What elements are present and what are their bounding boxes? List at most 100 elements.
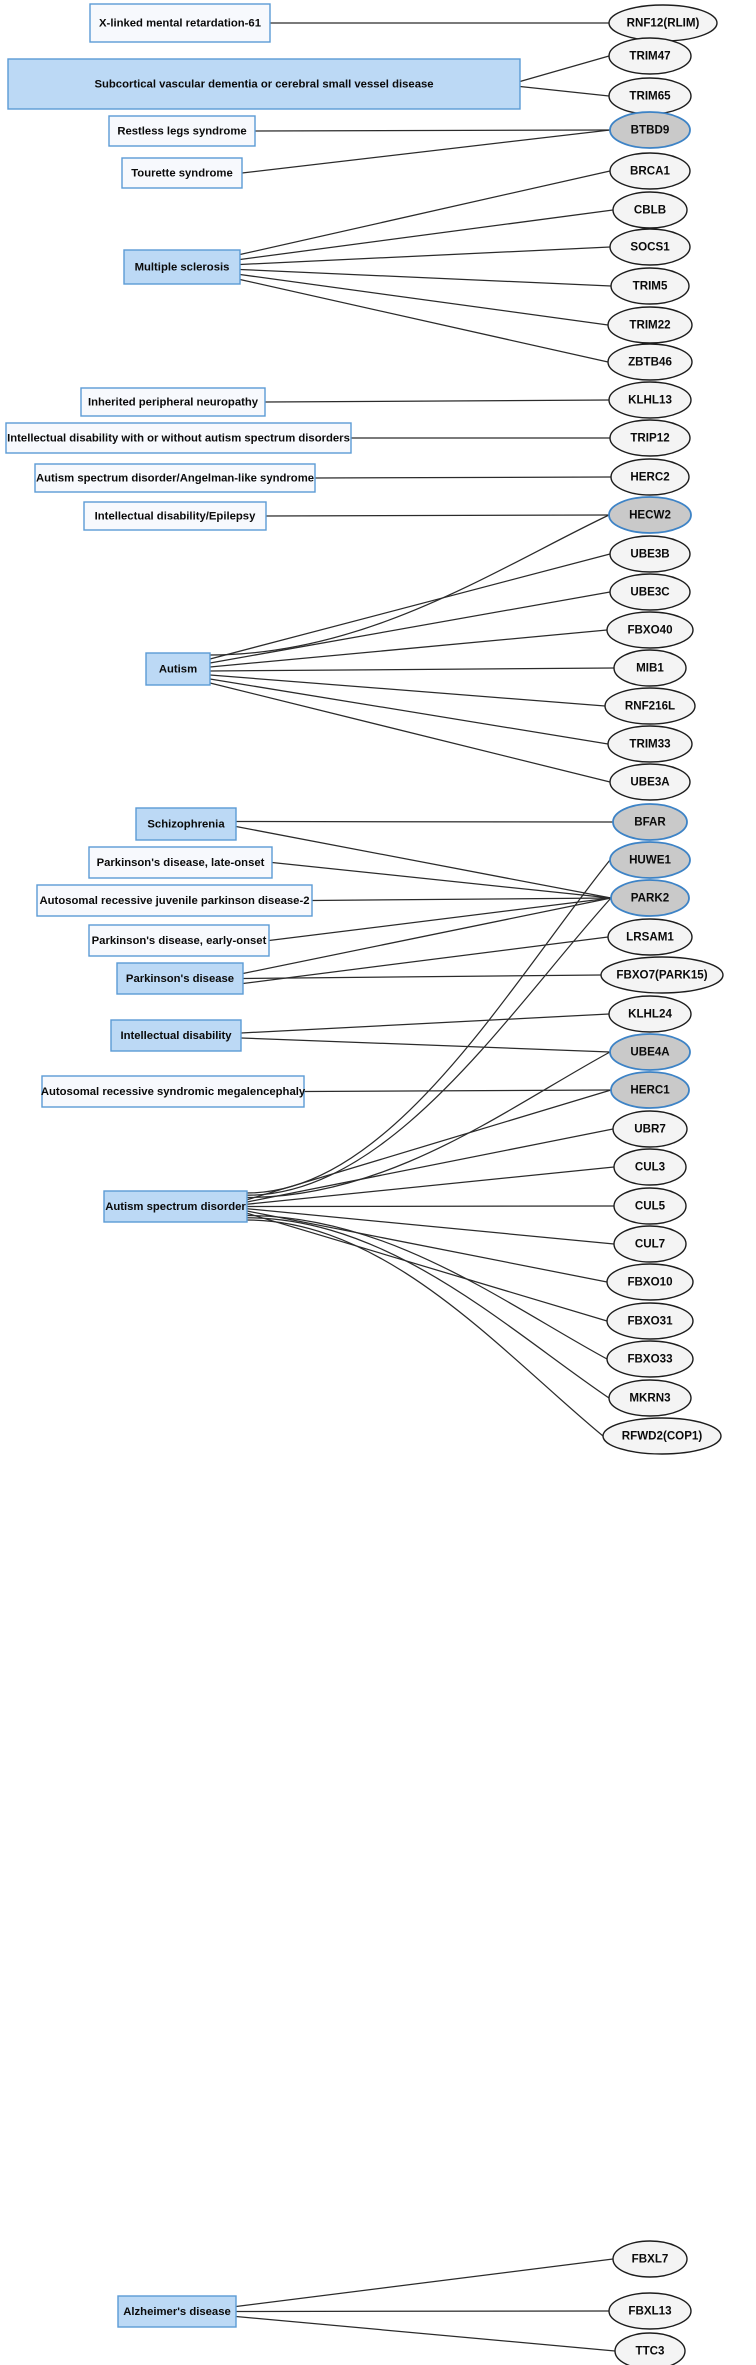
gene-ellipse-ube3a[interactable] [609, 763, 691, 801]
gene-node-trim47[interactable]: TRIM47 [608, 37, 692, 75]
gene-node-trim5[interactable]: TRIM5 [610, 267, 690, 305]
gene-ellipse-huwe1[interactable] [609, 841, 691, 879]
gene-node-ubr7[interactable]: UBR7 [612, 1110, 688, 1148]
gene-ellipse-trim47[interactable] [608, 37, 692, 75]
disease-node-rls[interactable]: Restless legs syndrome [108, 115, 256, 147]
disease-node-schizophrenia[interactable]: Schizophrenia [135, 807, 237, 841]
disease-box-asd[interactable] [103, 1190, 248, 1223]
gene-ellipse-lrsam1[interactable] [607, 918, 693, 956]
gene-node-trim33[interactable]: TRIM33 [607, 725, 693, 763]
gene-node-rnf12[interactable]: RNF12(RLIM) [608, 4, 718, 42]
gene-node-herc2[interactable]: HERC2 [610, 458, 690, 496]
disease-box-ms[interactable] [123, 249, 241, 285]
gene-node-fbxo7[interactable]: FBXO7(PARK15) [600, 956, 724, 994]
disease-box-arjpd2[interactable] [36, 884, 313, 917]
gene-node-trim22[interactable]: TRIM22 [607, 306, 693, 344]
gene-ellipse-cul7[interactable] [613, 1225, 687, 1263]
gene-node-trip12[interactable]: TRIP12 [609, 419, 691, 457]
gene-ellipse-ube3c[interactable] [609, 573, 691, 611]
disease-box-rls[interactable] [108, 115, 256, 147]
disease-node-pd_late[interactable]: Parkinson's disease, late-onset [88, 846, 273, 879]
gene-ellipse-trim33[interactable] [607, 725, 693, 763]
gene-ellipse-socs1[interactable] [609, 228, 691, 266]
gene-node-cul5[interactable]: CUL5 [613, 1187, 687, 1225]
disease-node-xlmr61[interactable]: X-linked mental retardation-61 [89, 3, 271, 43]
gene-ellipse-cblb[interactable] [612, 191, 688, 229]
disease-box-schizophrenia[interactable] [135, 807, 237, 841]
gene-node-rnf216l[interactable]: RNF216L [604, 687, 696, 725]
gene-ellipse-cul3[interactable] [613, 1148, 687, 1186]
gene-ellipse-mib1[interactable] [613, 649, 687, 687]
gene-ellipse-fbxo33[interactable] [606, 1340, 694, 1378]
disease-node-pd_early[interactable]: Parkinson's disease, early-onset [88, 924, 270, 957]
gene-node-hecw2[interactable]: HECW2 [608, 496, 692, 534]
disease-node-tourette[interactable]: Tourette syndrome [121, 157, 243, 189]
gene-ellipse-klhl13[interactable] [608, 381, 692, 419]
disease-box-pd[interactable] [116, 962, 244, 995]
gene-ellipse-fbxl13[interactable] [608, 2292, 692, 2330]
disease-node-idasd[interactable]: Intellectual disability with or without … [5, 422, 352, 454]
gene-node-fbxl7[interactable]: FBXL7 [612, 2240, 688, 2278]
gene-node-fbxo31[interactable]: FBXO31 [606, 1302, 694, 1340]
gene-ellipse-brca1[interactable] [609, 152, 691, 190]
gene-node-ube3c[interactable]: UBE3C [609, 573, 691, 611]
gene-ellipse-rnf216l[interactable] [604, 687, 696, 725]
gene-node-zbtb46[interactable]: ZBTB46 [607, 343, 693, 381]
gene-ellipse-herc2[interactable] [610, 458, 690, 496]
gene-node-fbxo33[interactable]: FBXO33 [606, 1340, 694, 1378]
gene-node-klhl24[interactable]: KLHL24 [608, 995, 692, 1033]
gene-ellipse-herc1[interactable] [610, 1071, 690, 1109]
gene-ellipse-hecw2[interactable] [608, 496, 692, 534]
gene-node-ube3a[interactable]: UBE3A [609, 763, 691, 801]
gene-node-herc1[interactable]: HERC1 [610, 1071, 690, 1109]
gene-ellipse-ube3b[interactable] [609, 535, 691, 573]
gene-ellipse-park2[interactable] [610, 879, 690, 917]
gene-node-fbxl13[interactable]: FBXL13 [608, 2292, 692, 2330]
disease-box-id[interactable] [110, 1019, 242, 1052]
gene-node-brca1[interactable]: BRCA1 [609, 152, 691, 190]
disease-node-arjpd2[interactable]: Autosomal recessive juvenile parkinson d… [36, 884, 313, 917]
gene-node-fbxo10[interactable]: FBXO10 [606, 1263, 694, 1301]
disease-box-tourette[interactable] [121, 157, 243, 189]
disease-node-asd[interactable]: Autism spectrum disorder [103, 1190, 248, 1223]
gene-node-socs1[interactable]: SOCS1 [609, 228, 691, 266]
gene-ellipse-ttc3[interactable] [614, 2332, 686, 2365]
gene-ellipse-fbxo31[interactable] [606, 1302, 694, 1340]
gene-ellipse-rfwd2[interactable] [602, 1417, 722, 1455]
disease-box-ipn[interactable] [80, 387, 266, 417]
gene-ellipse-bfar[interactable] [612, 803, 688, 841]
gene-node-cblb[interactable]: CBLB [612, 191, 688, 229]
disease-box-asdangelman[interactable] [34, 463, 316, 493]
gene-ellipse-fbxl7[interactable] [612, 2240, 688, 2278]
gene-node-ube3b[interactable]: UBE3B [609, 535, 691, 573]
gene-node-mib1[interactable]: MIB1 [613, 649, 687, 687]
disease-node-idepilepsy[interactable]: Intellectual disability/Epilepsy [83, 501, 267, 531]
gene-node-ube4a[interactable]: UBE4A [609, 1033, 691, 1071]
gene-ellipse-fbxo40[interactable] [606, 611, 694, 649]
gene-ellipse-cul5[interactable] [613, 1187, 687, 1225]
disease-box-pd_late[interactable] [88, 846, 273, 879]
disease-node-svd[interactable]: Subcortical vascular dementia or cerebra… [7, 58, 521, 110]
gene-ellipse-trim5[interactable] [610, 267, 690, 305]
disease-box-autism[interactable] [145, 652, 211, 686]
disease-box-pd_early[interactable] [88, 924, 270, 957]
gene-node-lrsam1[interactable]: LRSAM1 [607, 918, 693, 956]
gene-ellipse-btbd9[interactable] [609, 111, 691, 149]
gene-node-cul3[interactable]: CUL3 [613, 1148, 687, 1186]
gene-ellipse-trip12[interactable] [609, 419, 691, 457]
disease-node-ms[interactable]: Multiple sclerosis [123, 249, 241, 285]
gene-node-huwe1[interactable]: HUWE1 [609, 841, 691, 879]
gene-node-bfar[interactable]: BFAR [612, 803, 688, 841]
gene-node-ttc3[interactable]: TTC3 [614, 2332, 686, 2365]
gene-node-rfwd2[interactable]: RFWD2(COP1) [602, 1417, 722, 1455]
gene-ellipse-ubr7[interactable] [612, 1110, 688, 1148]
disease-node-pd[interactable]: Parkinson's disease [116, 962, 244, 995]
gene-node-mkrn3[interactable]: MKRN3 [608, 1379, 692, 1417]
disease-box-idepilepsy[interactable] [83, 501, 267, 531]
disease-node-asdangelman[interactable]: Autism spectrum disorder/Angelman-like s… [34, 463, 316, 493]
disease-node-alzheimer[interactable]: Alzheimer's disease [117, 2295, 237, 2328]
disease-box-idasd[interactable] [5, 422, 352, 454]
disease-node-ipn[interactable]: Inherited peripheral neuropathy [80, 387, 266, 417]
gene-ellipse-fbxo10[interactable] [606, 1263, 694, 1301]
gene-node-klhl13[interactable]: KLHL13 [608, 381, 692, 419]
